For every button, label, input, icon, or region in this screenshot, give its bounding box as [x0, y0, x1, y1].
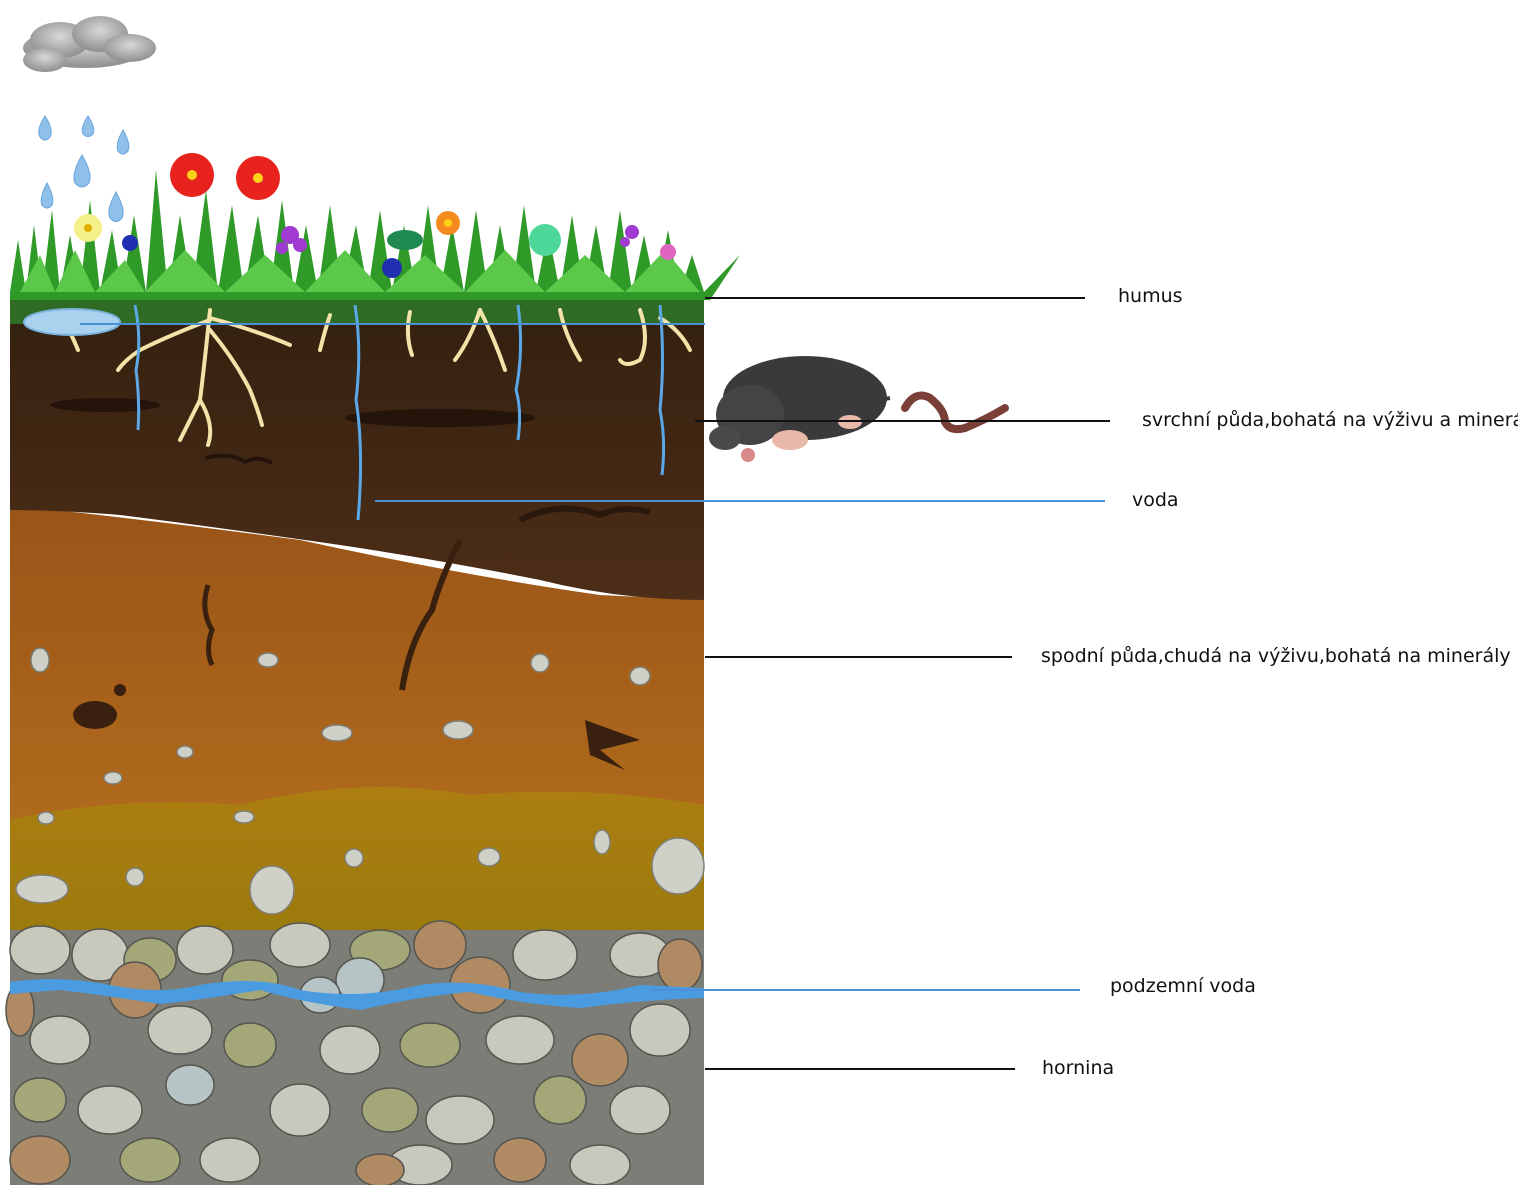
mole-icon [709, 356, 890, 462]
pink-flower-icon [660, 244, 676, 260]
label-humus: humus [1118, 287, 1183, 306]
red-flower-icon [170, 153, 280, 200]
earthworm-icon [905, 396, 1005, 430]
label-groundwater: podzemní voda [1110, 977, 1256, 996]
yellow-flower-icon [74, 214, 102, 242]
label-topsoil: svrchní půda,bohatá na výživu a minerály [1142, 411, 1518, 430]
label-bedrock: hornina [1042, 1059, 1114, 1078]
grass-and-flowers [10, 153, 740, 300]
cloud-icon [23, 16, 156, 72]
orange-flower-icon [436, 211, 460, 235]
puddle [24, 309, 120, 335]
label-water: voda [1132, 491, 1179, 510]
label-subsoil: spodní půda,chudá na výživu,bohatá na mi… [1041, 647, 1511, 666]
